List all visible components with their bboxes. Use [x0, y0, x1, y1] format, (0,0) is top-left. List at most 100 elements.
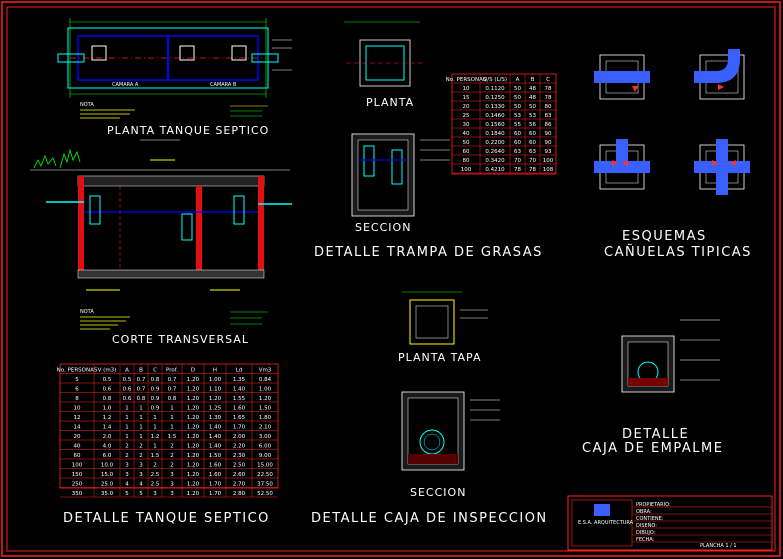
septic-table-cell: 1.50 [259, 405, 272, 411]
seccion-caja-title: SECCION [410, 486, 466, 499]
septic-table-cell: 1.65 [233, 415, 246, 421]
grease-table-cell: 50 [514, 104, 521, 110]
septic-table-cell: 5 [125, 491, 129, 497]
grease-table-cell: 50 [529, 104, 536, 110]
septic-table-cell: 1.70 [233, 424, 246, 430]
septic-table-cell: 10.0 [101, 462, 114, 468]
septic-table-cell: 1.20 [209, 396, 222, 402]
septic-table-header-cell: B [139, 367, 143, 373]
septic-table-cell: 0.8 [151, 377, 160, 383]
septic-table-cell: 1 [153, 424, 157, 430]
septic-table-cell: 2 [170, 453, 174, 459]
septic-table-cell: 25.0 [101, 481, 114, 487]
grease-table-cell: 10 [463, 86, 470, 92]
septic-table-cell: 0.8 [168, 396, 177, 402]
grease-table-cell: 80 [463, 158, 470, 164]
grease-table-cell: 0.2200 [485, 140, 505, 146]
grease-table-cell: 108 [543, 167, 554, 173]
title-block-row: FECHA: [636, 537, 655, 543]
septic-table-cell: 4.0 [103, 443, 112, 449]
septic-table-header-cell: V (m3) [98, 367, 117, 373]
grease-table-cell: 0.1840 [485, 131, 505, 137]
septic-table-cell: 2 [139, 443, 143, 449]
septic-table-cell: 52.50 [257, 491, 273, 497]
title-block-row: OBRA: [636, 509, 652, 515]
septic-table-cell: 0.6 [123, 396, 132, 402]
septic-table-cell: 1.70 [209, 491, 222, 497]
grease-table-cell: 48 [529, 86, 536, 92]
septic-table-header-cell: Vm3 [259, 367, 272, 373]
grease-table-cell: 78 [514, 167, 521, 173]
septic-table-cell: 3 [139, 472, 143, 478]
septic-table-cell: 0.5 [103, 377, 112, 383]
corte-transversal-title: CORTE TRANSVERSAL [112, 333, 249, 346]
septic-table-cell: 0.7 [168, 386, 177, 392]
grease-table-cell: 50 [514, 95, 521, 101]
septic-table-cell: 37.50 [257, 481, 273, 487]
nota-label-1: NOTA [80, 102, 94, 108]
grease-table-cell: 53 [529, 113, 536, 119]
septic-table-cell: 1.20 [187, 396, 200, 402]
septic-table-cell: 1.55 [233, 396, 246, 402]
septic-table-cell: 4 [125, 481, 129, 487]
septic-table-cell: 1 [170, 424, 174, 430]
septic-table-cell: 2.20 [233, 443, 246, 449]
septic-table-cell: 0.6 [123, 386, 132, 392]
septic-table-cell: 1.20 [187, 472, 200, 478]
septic-table-header-cell: Prof. [166, 367, 178, 373]
septic-table-cell: 1.40 [209, 443, 222, 449]
septic-table-header-cell: H [213, 367, 217, 373]
title-block-row: DISEÑO: [636, 522, 657, 529]
planta-title: PLANTA [366, 96, 414, 109]
title-block-row: PROPIETARIO: [636, 502, 671, 508]
septic-table-cell: 3 [125, 472, 129, 478]
grease-table-cell: 78 [545, 95, 552, 101]
septic-table-cell: 1.20 [187, 386, 200, 392]
septic-tank-section: NOTA CORTE TRANSVERSAL [30, 148, 292, 346]
junction-box-section: DETALLE CAJA DE EMPALME [582, 319, 723, 456]
septic-table-cell: 1.30 [209, 415, 222, 421]
detalle-empalme-title-2: CAJA DE EMPALME [582, 441, 723, 456]
septic-table-cell: 1 [139, 415, 143, 421]
grease-table-cell: 70 [529, 158, 536, 164]
septic-table-cell: 1.50 [209, 453, 222, 459]
septic-table-cell: 1 [125, 424, 129, 430]
grease-table-header-cell: A [516, 77, 520, 83]
septic-table-cell: 0.9 [151, 405, 160, 411]
grease-table-cell: 63 [529, 149, 536, 155]
septic-table-cell: 5 [139, 491, 143, 497]
grease-table-cell: 0.4210 [485, 167, 505, 173]
septic-table-cell: 9.00 [259, 453, 272, 459]
septic-table-cell: 0.7 [137, 386, 146, 392]
septic-table-cell: 40 [74, 443, 81, 449]
grease-table-cell: 40 [463, 131, 470, 137]
grease-table-cell: 15 [463, 95, 470, 101]
septic-table-cell: 1.0 [103, 405, 112, 411]
septic-table-cell: 3 [170, 472, 174, 478]
septic-table-cell: 1.5 [168, 434, 177, 440]
septic-table-cell: 2.10 [259, 424, 272, 430]
septic-tank-plan: CAMARA A CAMARA B NOTA PLANTA TANQUE SEP… [57, 18, 292, 141]
grease-trap-section: SECCION DETALLE TRAMPA DE GRASAS [314, 133, 541, 260]
grease-table-cell: 78 [545, 86, 552, 92]
firm-name: E.S.A. ARQUITECTURA [578, 520, 634, 526]
sheet-number: PLANCHA 1 / 1 [700, 543, 737, 549]
grease-table-cell: 60 [514, 131, 521, 137]
septic-table-cell: 12 [74, 415, 81, 421]
grease-table-cell: 90 [545, 131, 552, 137]
septic-table-cell: 1.00 [259, 386, 272, 392]
detalle-tanque-title: DETALLE TANQUE SEPTICO [63, 511, 270, 526]
septic-table-cell: 1.20 [187, 453, 200, 459]
septic-table-cell: 15.0 [101, 472, 114, 478]
septic-table-header-cell: C [153, 367, 157, 373]
title-block: E.S.A. ARQUITECTURA PROPIETARIO:OBRA:CON… [567, 495, 773, 551]
grease-table-cell: 50 [514, 86, 521, 92]
grease-table-cell: 60 [514, 140, 521, 146]
grease-table-cell: 78 [529, 167, 536, 173]
septic-table-cell: 2.60 [233, 472, 246, 478]
camara-b-label: CAMARA B [210, 82, 237, 88]
inner-border [6, 6, 776, 552]
septic-table-cell: 1 [139, 434, 143, 440]
septic-table-cell: 1 [125, 405, 129, 411]
